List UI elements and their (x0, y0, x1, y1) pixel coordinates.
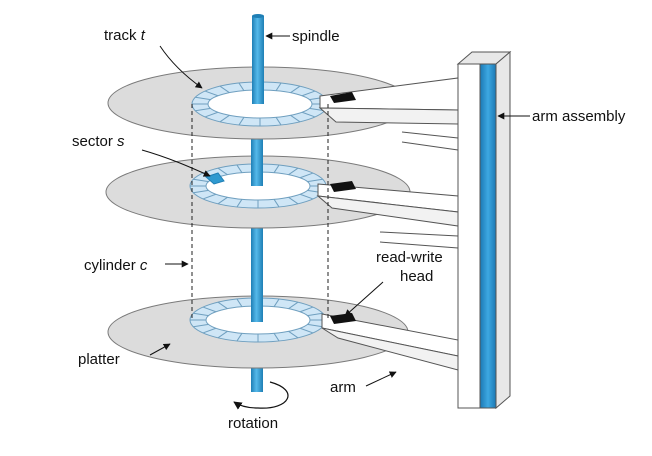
sector-divider (217, 301, 228, 310)
arm-under-top (401, 131, 459, 151)
sector-divider (236, 164, 243, 173)
arm-assembly-label: arm assembly (532, 108, 626, 125)
sector-divider (193, 323, 209, 328)
read-write-head-middle (330, 181, 356, 192)
sector-divider (202, 306, 217, 313)
sector-divider (193, 312, 209, 317)
sector-divider (204, 111, 219, 118)
sector-divider (307, 312, 323, 317)
sector-divider (288, 301, 299, 310)
sector-divider (275, 82, 282, 91)
sector-divider (307, 178, 323, 183)
sector-divider (273, 298, 280, 307)
sector-divider (204, 90, 219, 97)
sector-divider (236, 199, 243, 208)
sector-divider (301, 111, 316, 118)
read-write-label-line2: head (400, 268, 433, 285)
spindle-top (252, 16, 264, 104)
sector-divider (275, 117, 282, 126)
sector-divider (273, 333, 280, 342)
sector-divider (299, 327, 314, 334)
sector-divider (299, 193, 314, 200)
sector-divider (273, 164, 280, 173)
arm-under-middle (379, 231, 459, 249)
sector-divider (202, 327, 217, 334)
platter-bottom (107, 295, 409, 369)
sector-divider (193, 189, 209, 194)
arm-label: arm (330, 379, 356, 396)
sector-divider (238, 117, 245, 126)
sector-divider (217, 196, 228, 205)
sector-divider (236, 333, 243, 342)
arm-arrow (365, 371, 397, 387)
sector-divider (217, 330, 228, 339)
sector-divider (219, 85, 230, 94)
sector-divider (290, 85, 301, 94)
sector-divider (219, 114, 230, 123)
read-write-arrow (344, 281, 384, 317)
sector-divider (195, 96, 211, 101)
sector-divider (217, 167, 228, 176)
sector-divider (288, 196, 299, 205)
rotation-label: rotation (228, 415, 278, 432)
rotation-arrow (233, 381, 289, 410)
platter-label: platter (78, 351, 120, 368)
arm-assembly-column (456, 50, 512, 410)
read-write-label-line1: read-write (376, 249, 443, 266)
sector-arrow (141, 149, 211, 177)
track-arrow (159, 45, 203, 89)
sector-divider (273, 199, 280, 208)
sector-label: sector s (72, 133, 125, 150)
sector-divider (193, 178, 209, 183)
spindle-label: spindle (292, 28, 340, 45)
sector-divider (299, 306, 314, 313)
sector-divider (301, 90, 316, 97)
sector-divider (290, 114, 301, 123)
sector-divider (195, 107, 211, 112)
read-write-head-top (330, 92, 356, 103)
sector-divider (307, 323, 323, 328)
sector-divider (288, 330, 299, 339)
track-label: track t (104, 27, 146, 44)
spindle-middle-lower (251, 218, 263, 322)
sector-divider (238, 82, 245, 91)
sector-divider (202, 193, 217, 200)
arm-top (318, 77, 459, 125)
cylinder-label: cylinder c (84, 257, 148, 274)
sector-divider (299, 172, 314, 179)
platter-arrow (149, 343, 171, 356)
cylinder-outline (191, 104, 329, 320)
sector-divider (236, 298, 243, 307)
sector-divider (288, 167, 299, 176)
